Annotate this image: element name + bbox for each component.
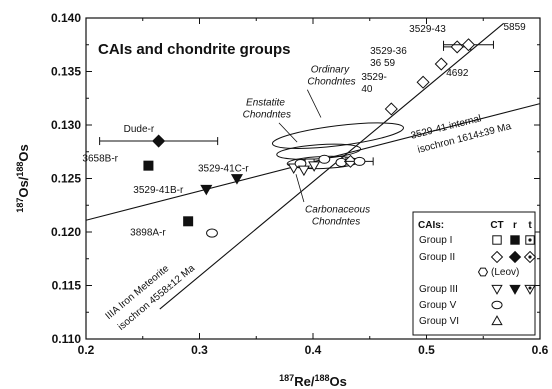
- x-tick-label-0: 0.2: [78, 343, 95, 357]
- legend-row-group-i-marker-2: [525, 235, 535, 245]
- data-point-3658b-r: [143, 160, 154, 171]
- region-ordinary-chondrites: [271, 122, 404, 149]
- point-label-3898a-r: 3898A-r: [130, 227, 166, 238]
- legend-row-group-v-marker-0: [491, 300, 503, 310]
- ordinary-leader: [306, 89, 322, 118]
- data-point-11: [318, 154, 331, 164]
- legend-box: [412, 211, 536, 336]
- y-axis-title: 187Os/188Os: [15, 144, 31, 212]
- data-point-3529-41c-r: [230, 174, 243, 185]
- x-tick-label-1: 0.3: [191, 343, 208, 357]
- legend-row-group-i-marker-1: [510, 235, 520, 245]
- point-label-5859: 5859: [503, 22, 526, 33]
- point-label-3529-40-line2: 40: [361, 84, 373, 95]
- data-point-10: [206, 228, 218, 238]
- point-label-dude-r: Dude-r: [124, 124, 155, 135]
- carbonaceous-leader: [295, 174, 305, 203]
- data-points: [99, 38, 494, 238]
- y-tick-label-0: 0.110: [52, 332, 82, 346]
- annotation-9: Chondntes: [312, 217, 360, 228]
- point-label-3529-36-59-line1: 3529-36: [370, 46, 407, 57]
- point-label-3529-40-line1: 3529-: [361, 72, 387, 83]
- data-point-4692: [434, 57, 448, 71]
- annotation-5: Chondntes: [307, 76, 355, 87]
- legend-row-group-ii-marker-0: [490, 250, 504, 264]
- legend-row-group-iii-marker-2: [524, 284, 536, 295]
- legend-row-group-vi-label: Group VI: [419, 316, 459, 327]
- legend-row-group-iii-label: Group III: [419, 284, 458, 295]
- legend-row-group-ii-marker-2: [523, 250, 537, 264]
- point-label-3529-43: 3529-43: [409, 24, 446, 35]
- point-label-3529-41c-r: 3529-41C-r: [198, 164, 249, 175]
- data-point-3898a-r: [183, 216, 194, 227]
- x-tick-label-2: 0.4: [305, 343, 322, 357]
- point-label-3529-36-59-line2: 36 59: [370, 58, 395, 69]
- chart-title: CAIs and chondrite groups: [98, 41, 291, 58]
- legend-row-leov-label: (Leov): [491, 267, 519, 278]
- legend-row-group-iii-marker-1: [509, 284, 521, 295]
- legend-column-t: t: [528, 220, 532, 231]
- x-tick-label-4: 0.6: [532, 343, 549, 357]
- legend-row-group-ii-label: Group II: [419, 252, 455, 263]
- y-tick-label-1: 0.115: [52, 279, 82, 293]
- data-point-3529-43: [450, 40, 464, 54]
- y-tick-label-3: 0.125: [51, 172, 81, 186]
- legend-column-ct: CT: [490, 220, 503, 231]
- enstatite-leader: [278, 122, 298, 143]
- x-tick-label-3: 0.5: [418, 343, 435, 357]
- annotation-4: Ordinary: [311, 65, 350, 76]
- isochron-line-iiia: [159, 22, 505, 310]
- legend-row-group-ii-marker-1: [508, 250, 522, 264]
- data-point-5859: [461, 38, 476, 52]
- legend-row-group-iii-marker-0: [491, 284, 503, 295]
- annotation-8: Carbonaceous: [305, 205, 370, 216]
- y-tick-label-4: 0.130: [51, 118, 81, 132]
- legend-row-group-vi-marker-0: [491, 315, 503, 326]
- data-point-3529-36-59: [416, 75, 430, 89]
- y-tick-label-6: 0.140: [51, 11, 81, 25]
- data-point-18: [353, 156, 366, 166]
- legend-row-leov-marker-0: [477, 267, 489, 277]
- point-label-3529-41b-r: 3529-41B-r: [133, 185, 184, 196]
- annotation-7: Chondntes: [243, 110, 291, 121]
- data-point-19: [297, 165, 310, 177]
- data-point-dude-r: [152, 134, 166, 148]
- legend-row-group-i-marker-0: [492, 235, 502, 245]
- axes: 0.2 0.3 0.4 0.5 0.6 0.110 0.115 0.120 0.125 0.130…: [15, 11, 549, 389]
- point-label-4692: 4692: [446, 68, 469, 79]
- legend-row-group-i-label: Group I: [419, 235, 452, 246]
- y-tick-label-5: 0.135: [51, 65, 81, 79]
- data-point-3529-41b-r: [200, 184, 213, 196]
- x-axis-title: 187Re/188Os: [279, 373, 347, 389]
- data-point-15: [308, 161, 321, 172]
- point-label-3658b-r: 3658B-r: [82, 154, 118, 165]
- y-tick-label-2: 0.120: [51, 225, 81, 239]
- data-point-3529-40: [384, 102, 398, 116]
- annotation-6: Enstatite: [246, 98, 285, 109]
- legend-row-group-v-label: Group V: [419, 300, 457, 311]
- legend-column-r: r: [513, 220, 517, 231]
- legend-title: CAIs:: [418, 220, 444, 231]
